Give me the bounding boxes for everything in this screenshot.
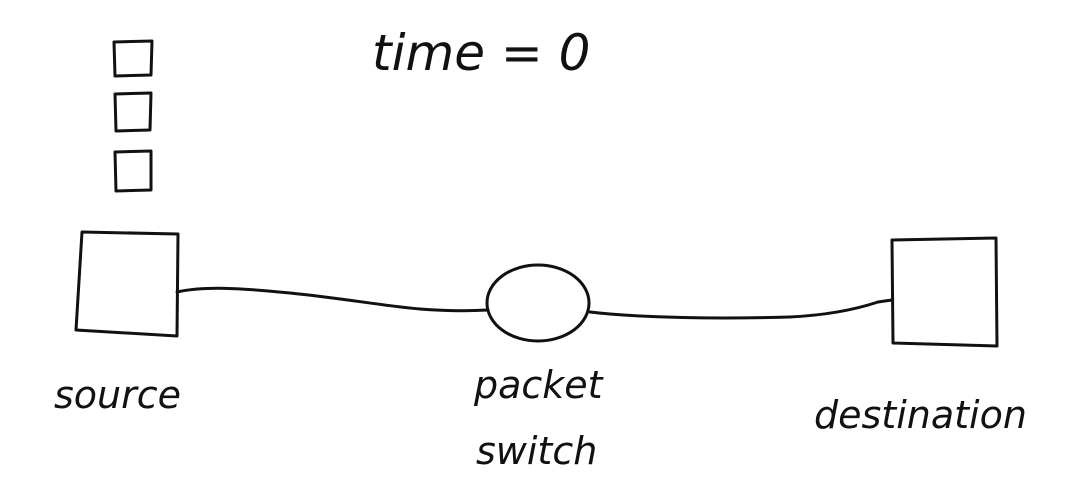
destination-label: destination	[814, 393, 1027, 437]
link-source-switch	[175, 286, 490, 313]
packet-switch-node	[485, 263, 591, 343]
source-node	[74, 230, 180, 338]
switch-label-line2: switch	[476, 429, 597, 473]
packet-3	[113, 149, 153, 193]
packet-2	[113, 91, 153, 133]
link-switch-destination	[588, 298, 894, 320]
diagram-title: time = 0	[372, 24, 590, 82]
packet-queue	[112, 39, 154, 193]
switch-label-line1: packet	[473, 363, 605, 407]
source-label: source	[54, 373, 181, 417]
packet-1	[112, 39, 154, 78]
destination-node	[890, 236, 999, 348]
